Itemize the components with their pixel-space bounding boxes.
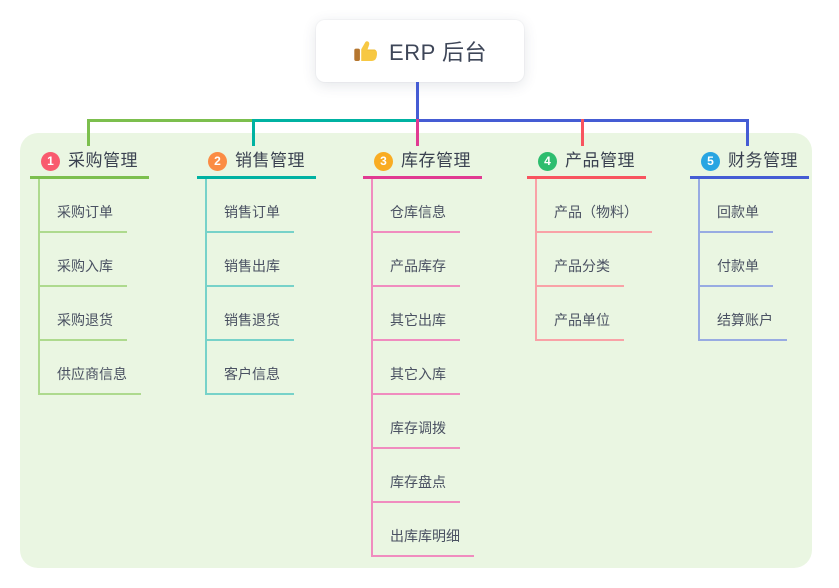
branch-label: 销售管理 (235, 151, 305, 170)
branch-header-product[interactable]: 4 产品管理 (527, 150, 646, 179)
child-row: 结算账户 (700, 287, 787, 341)
child-row: 回款单 (700, 179, 787, 233)
root-trunk-line (416, 82, 419, 122)
child-node[interactable]: 产品（物料） (537, 202, 652, 233)
child-row: 其它出库 (373, 287, 474, 341)
child-node[interactable]: 付款单 (700, 256, 773, 287)
child-row: 客户信息 (207, 341, 294, 395)
index-badge-5: 5 (701, 151, 720, 171)
branch-label: 采购管理 (68, 151, 138, 170)
root-title: ERP 后台 (389, 40, 487, 65)
index-badge-1: 1 (41, 151, 60, 171)
child-row: 采购退货 (40, 287, 141, 341)
child-node[interactable]: 销售订单 (207, 202, 294, 233)
branch-procurement: 1 采购管理 采购订单 采购入库 采购退货 供应商信息 (30, 150, 149, 395)
thumbs-up-icon (353, 38, 379, 64)
child-node[interactable]: 产品库存 (373, 256, 460, 287)
child-row: 供应商信息 (40, 341, 141, 395)
children-group-product: 产品（物料） 产品分类 产品单位 (535, 179, 652, 341)
drop-line-finance (746, 119, 749, 146)
child-row: 销售订单 (207, 179, 294, 233)
child-node[interactable]: 库存盘点 (373, 472, 460, 503)
branch-header-sales[interactable]: 2 销售管理 (197, 150, 316, 179)
child-row: 仓库信息 (373, 179, 474, 233)
branch-header-procurement[interactable]: 1 采购管理 (30, 150, 149, 179)
drop-line-product (581, 119, 584, 146)
child-row: 销售退货 (207, 287, 294, 341)
child-node[interactable]: 结算账户 (700, 310, 787, 341)
branch-header-inventory[interactable]: 3 库存管理 (363, 150, 482, 179)
branch-label: 产品管理 (565, 151, 635, 170)
child-row: 库存盘点 (373, 449, 474, 503)
child-row: 库存调拨 (373, 395, 474, 449)
child-row: 销售出库 (207, 233, 294, 287)
branch-inventory: 3 库存管理 仓库信息 产品库存 其它出库 其它入库 库存调拨 库存盘点 (363, 150, 482, 557)
child-row: 产品库存 (373, 233, 474, 287)
child-node[interactable]: 产品单位 (537, 310, 624, 341)
root-node[interactable]: ERP 后台 (316, 20, 524, 82)
child-node[interactable]: 销售出库 (207, 256, 294, 287)
children-group-procurement: 采购订单 采购入库 采购退货 供应商信息 (38, 179, 141, 395)
child-row: 其它入库 (373, 341, 474, 395)
child-node[interactable]: 客户信息 (207, 364, 294, 395)
child-row: 产品单位 (537, 287, 652, 341)
bus-segment-procurement (87, 119, 253, 122)
child-node[interactable]: 其它出库 (373, 310, 460, 341)
branch-product: 4 产品管理 产品（物料） 产品分类 产品单位 (527, 150, 652, 341)
index-badge-4: 4 (538, 151, 557, 171)
bus-segment-sales (253, 119, 418, 122)
child-row: 付款单 (700, 233, 787, 287)
children-group-sales: 销售订单 销售出库 销售退货 客户信息 (205, 179, 294, 395)
children-group-inventory: 仓库信息 产品库存 其它出库 其它入库 库存调拨 库存盘点 出库库明细 (371, 179, 474, 557)
child-row: 出库库明细 (373, 503, 474, 557)
child-node[interactable]: 其它入库 (373, 364, 460, 395)
child-node[interactable]: 采购入库 (40, 256, 127, 287)
index-badge-3: 3 (374, 151, 393, 171)
branch-header-finance[interactable]: 5 财务管理 (690, 150, 809, 179)
branch-label: 财务管理 (728, 151, 798, 170)
branch-label: 库存管理 (401, 151, 471, 170)
index-badge-2: 2 (208, 151, 227, 171)
child-row: 产品分类 (537, 233, 652, 287)
child-row: 产品（物料） (537, 179, 652, 233)
child-node[interactable]: 出库库明细 (373, 526, 474, 557)
child-node[interactable]: 供应商信息 (40, 364, 141, 395)
drop-line-inventory (416, 119, 419, 146)
mindmap-panel (20, 133, 812, 568)
child-row: 采购入库 (40, 233, 141, 287)
child-node[interactable]: 销售退货 (207, 310, 294, 341)
child-node[interactable]: 回款单 (700, 202, 773, 233)
drop-line-sales (252, 119, 255, 146)
child-node[interactable]: 仓库信息 (373, 202, 460, 233)
child-node[interactable]: 库存调拨 (373, 418, 460, 449)
child-row: 采购订单 (40, 179, 141, 233)
branch-sales: 2 销售管理 销售订单 销售出库 销售退货 客户信息 (197, 150, 316, 395)
children-group-finance: 回款单 付款单 结算账户 (698, 179, 787, 341)
drop-line-procurement (87, 119, 90, 146)
child-node[interactable]: 产品分类 (537, 256, 624, 287)
child-node[interactable]: 采购订单 (40, 202, 127, 233)
branch-finance: 5 财务管理 回款单 付款单 结算账户 (690, 150, 809, 341)
child-node[interactable]: 采购退货 (40, 310, 127, 341)
